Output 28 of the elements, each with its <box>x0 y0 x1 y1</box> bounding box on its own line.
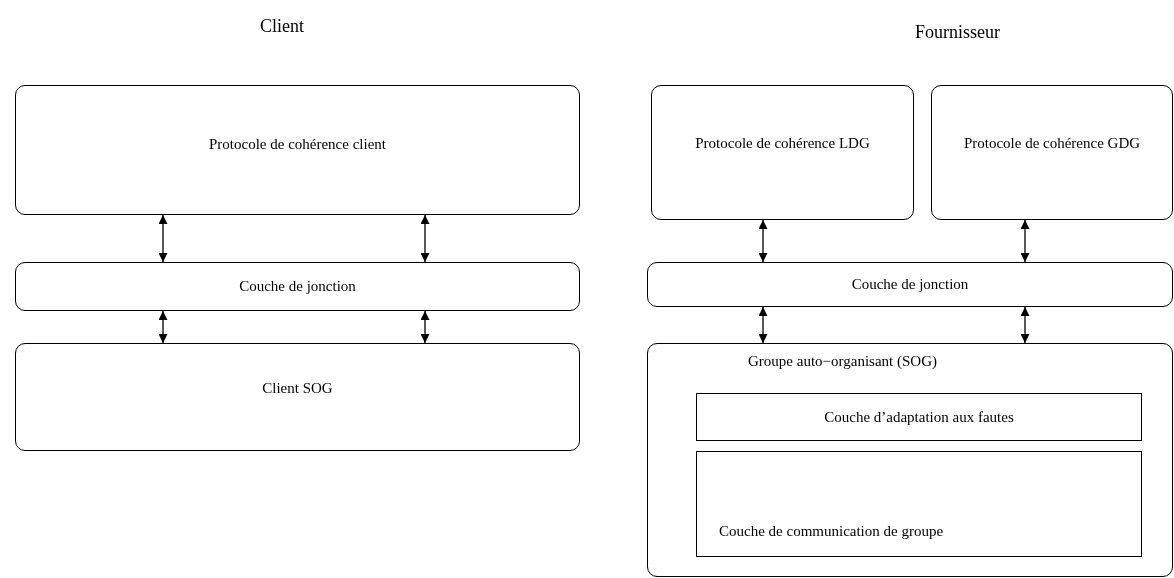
column-heading: Fournisseur <box>915 22 1000 43</box>
double-arrow <box>420 310 430 344</box>
layer-box <box>696 393 1142 441</box>
box-label: Protocole de cohérence GDG <box>963 134 1141 154</box>
double-arrow <box>1020 306 1030 344</box>
double-arrow <box>758 306 768 344</box>
box-label: Protocole de cohérence client <box>209 134 386 154</box>
double-arrow <box>158 214 168 263</box>
box-label: Couche de jonction <box>239 277 356 297</box>
double-arrow <box>1020 219 1030 263</box>
double-arrow <box>158 310 168 344</box>
box-label: Couche de communication de groupe <box>719 521 944 541</box>
rounded-box <box>15 85 580 215</box>
box-label: Couche d’adaptation aux fautes <box>824 407 1014 427</box>
box-label: Protocole de cohérence LDG <box>695 134 870 154</box>
layer-box <box>696 451 1142 557</box>
box-label: Groupe auto−organisant (SOG) <box>748 352 937 371</box>
rounded-box <box>15 343 580 451</box>
rounded-box <box>931 85 1173 220</box>
double-arrow <box>420 214 430 263</box>
rounded-box <box>15 262 580 311</box>
box-label: Client SOG <box>262 378 333 398</box>
column-heading: Client <box>260 16 304 37</box>
rounded-box <box>651 85 914 220</box>
double-arrow <box>758 219 768 263</box>
box-label: Couche de jonction <box>851 275 969 295</box>
rounded-box <box>647 262 1173 307</box>
rounded-box <box>647 343 1173 577</box>
